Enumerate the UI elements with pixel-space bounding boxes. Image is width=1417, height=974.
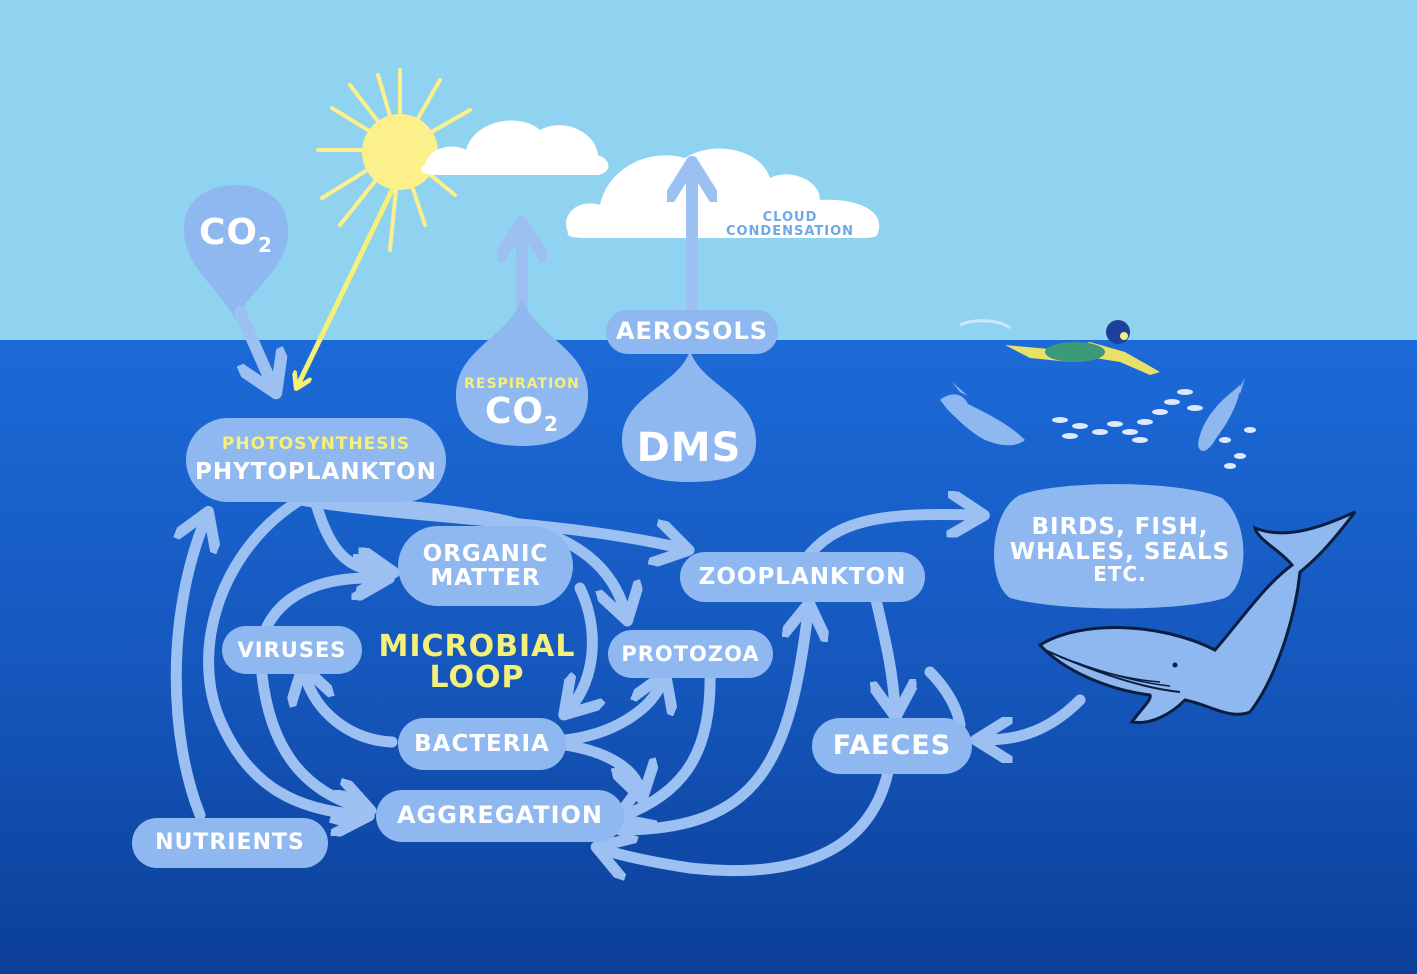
aggregation-bubble xyxy=(376,790,624,842)
viruses-text: VIRUSES xyxy=(237,637,347,662)
arrow-zoo-birds xyxy=(799,514,975,566)
viruses-node: VIRUSES xyxy=(222,626,362,674)
arrow-faeces-aggregation xyxy=(605,766,894,871)
arrow-protozoa-aggregation xyxy=(625,664,716,815)
cloud-icon xyxy=(420,120,609,175)
fish-school-icon xyxy=(1052,389,1256,469)
co2-subscript: 2 xyxy=(258,233,273,258)
nutrients-node: NUTRIENTS xyxy=(132,818,328,868)
cloud-condensation-label: CLOUD CONDENSATION xyxy=(700,210,880,239)
dms-drop xyxy=(622,350,757,482)
co2-text: CO xyxy=(199,211,259,253)
phytoplankton-bubble xyxy=(186,418,446,502)
phytoplankton-node: PHOTOSYNTHESIS PHYTOPLANKTON xyxy=(186,418,446,502)
node-bubbles xyxy=(132,310,1244,868)
cloud-icon xyxy=(566,148,880,238)
respiration-drop xyxy=(455,300,589,446)
microbial-loop-label: MICROBIAL LOOP xyxy=(372,622,582,702)
arrow-phyto-protozoa xyxy=(314,494,625,612)
arrow-organic-bacteria xyxy=(570,582,592,708)
respiration-label: RESPIRATION CO2 xyxy=(456,368,588,444)
bacteria-bubble xyxy=(398,718,566,770)
microbial-loop-line-2: LOOP xyxy=(429,660,525,695)
protozoa-node: PROTOZOA xyxy=(608,630,773,678)
respiration-text: RESPIRATION xyxy=(464,375,580,392)
bacteria-text: BACTERIA xyxy=(414,730,550,757)
nutrients-bubble xyxy=(132,818,328,868)
arrow-phyto-aggregation xyxy=(203,494,360,815)
swimmer-icon xyxy=(959,319,1160,375)
arrow-whale-faeces xyxy=(985,694,1086,740)
organic-matter-bubble xyxy=(398,526,573,606)
dms-text: DMS xyxy=(636,425,742,471)
birds-line-3: ETC. xyxy=(1093,561,1147,586)
dolphin-icon xyxy=(1198,378,1245,452)
faeces-bubble xyxy=(812,718,972,774)
microbial-loop-line-1: MICROBIAL xyxy=(378,628,576,664)
whale-icon xyxy=(1037,510,1357,725)
organic-matter-line-2: MATTER xyxy=(430,565,541,591)
respiration-co2-text: CO xyxy=(485,391,545,433)
co2-arrow xyxy=(234,306,272,384)
organic-matter-node: ORGANIC MATTER xyxy=(398,526,573,606)
birds-bubble xyxy=(993,484,1244,609)
protozoa-bubble xyxy=(608,630,773,678)
arrow-nutrients-phyto xyxy=(170,520,205,821)
zooplankton-node: ZOOPLANKTON xyxy=(680,552,925,602)
arrow-bacteria-protozoa xyxy=(559,682,662,746)
sunlight-arrow xyxy=(298,187,395,385)
protozoa-text: PROTOZOA xyxy=(621,641,760,666)
birds-node: BIRDS, FISH, WHALES, SEALS ETC. xyxy=(995,495,1245,605)
birds-line-1: BIRDS, FISH, xyxy=(1031,514,1209,541)
arrow-zoo-faeces xyxy=(869,589,895,708)
arrow-sea-faeces xyxy=(924,666,966,731)
atmosphere-co2-label: CO2 xyxy=(186,210,286,260)
zooplankton-text: ZOOPLANKTON xyxy=(698,563,907,590)
cloud-condensation-text: CLOUD CONDENSATION xyxy=(725,210,855,239)
aggregation-node: AGGREGATION xyxy=(376,790,624,842)
sun-icon xyxy=(316,68,477,252)
respiration-co2-subscript: 2 xyxy=(544,412,559,437)
phytoplankton-text: PHYTOPLANKTON xyxy=(195,458,437,485)
arrow-viruses-aggregation xyxy=(256,669,362,808)
dolphin-icon xyxy=(940,382,1025,446)
dms-label: DMS xyxy=(622,418,756,478)
nutrients-text: NUTRIENTS xyxy=(155,830,305,856)
faeces-node: FAECES xyxy=(812,718,972,774)
arrow-aggregation-zooplankton xyxy=(614,612,808,836)
arrow-bacteria-viruses xyxy=(305,675,398,748)
organic-matter-line-1: ORGANIC xyxy=(422,540,549,567)
aerosols-text: AEROSOLS xyxy=(615,317,769,346)
aggregation-text: AGGREGATION xyxy=(396,801,604,830)
viruses-bubble xyxy=(222,626,362,674)
birds-line-2: WHALES, SEALS xyxy=(1009,538,1231,565)
aerosols-bubble xyxy=(606,310,778,354)
zooplankton-bubble xyxy=(680,552,925,602)
co2-drop xyxy=(183,185,289,320)
photosynthesis-text: PHOTOSYNTHESIS xyxy=(221,434,411,454)
bacteria-node: BACTERIA xyxy=(398,718,566,770)
aerosols-label: AEROSOLS xyxy=(606,310,778,354)
faeces-text: FAECES xyxy=(832,729,952,761)
